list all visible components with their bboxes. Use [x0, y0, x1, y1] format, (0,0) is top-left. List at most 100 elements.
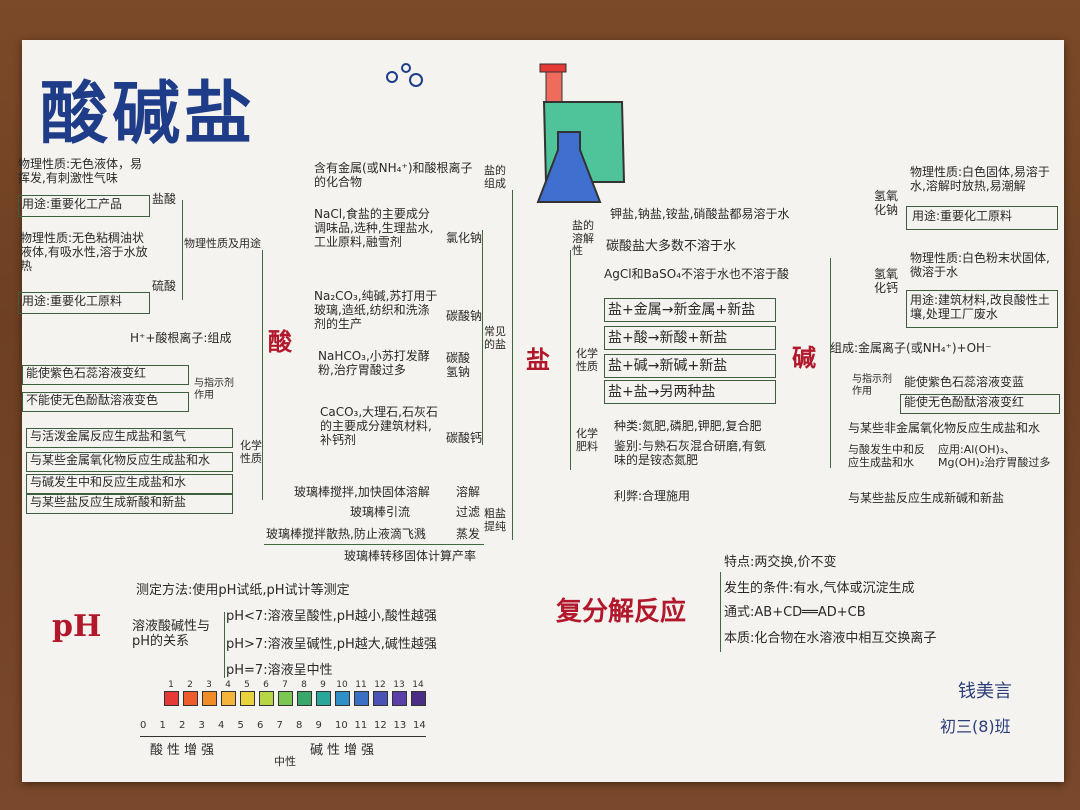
ph-scale-tick: 3 — [198, 720, 205, 731]
ph-scale-tick: 4 — [218, 720, 225, 731]
ph-scale-tick: 7 — [276, 720, 283, 731]
acid-chem-label: 化学性质 — [240, 439, 262, 465]
ph-color-swatch — [164, 691, 179, 706]
ph-scale-tick: 9 — [315, 720, 322, 731]
salt-def-label: 盐的组成 — [484, 164, 506, 190]
ph-method: 测定方法:使用pH试纸,pH试计等测定 — [136, 583, 350, 598]
acid-chem-1-box — [26, 428, 233, 448]
ph-bracket — [224, 612, 225, 678]
salt-chem-1-box — [604, 298, 776, 322]
ph-color-number: 11 — [355, 680, 367, 690]
base-chem-2b: 应用:Al(OH)₃、Mg(OH)₂治疗胃酸过多 — [938, 443, 1051, 469]
ph-scale-tick: 0 — [140, 720, 147, 731]
acid-bracket-1 — [182, 200, 183, 300]
acid-chem-3: 与碱发生中和反应生成盐和水 — [30, 475, 187, 489]
double-formula: 通式:AB+CD══AD+CB — [724, 605, 866, 620]
naoh-properties: 物理性质:白色固体,易溶于水,溶解时放热,易潮解 — [910, 165, 1050, 193]
ph-scale-tick: 6 — [257, 720, 264, 731]
hcl-properties: 物理性质:无色液体，易挥发,有刺激性气味 — [18, 157, 143, 185]
h2so4-properties: 物理性质:无色粘稠油状液体,有吸水性,溶于水放热 — [20, 231, 148, 273]
salt-definition: 含有金属(或NH₄⁺)和酸根离子的化合物 — [314, 161, 473, 189]
naoh-label: 氢氧化钠 — [874, 189, 899, 217]
acid-chem-4: 与某些盐反应生成新酸和新盐 — [30, 495, 187, 509]
hcl-use: 用途:重要化工产品 — [22, 197, 123, 211]
base-chem-1: 与某些非金属氧化物反应生成盐和水 — [848, 421, 1041, 435]
base-indicator-1: 能使紫色石蕊溶液变蓝 — [904, 375, 1025, 389]
ph-scale-tick: 11 — [354, 720, 368, 731]
ph-color-swatch — [221, 691, 236, 706]
acid-bracket-2 — [262, 250, 263, 500]
salt-solubility-label: 盐的溶解性 — [572, 219, 594, 258]
h2so4-use: 用途:重要化工原料 — [22, 294, 123, 308]
ph-color-swatch — [411, 691, 426, 706]
ph-scale-tick: 1 — [159, 720, 166, 731]
acid-composition: H⁺+酸根离子:组成 — [130, 331, 232, 345]
ph-color-swatch — [316, 691, 331, 706]
solubility-2: 碳酸盐大多数不溶于水 — [606, 239, 737, 254]
salt-chem-3-box — [604, 354, 776, 378]
ph-color-number: 9 — [320, 680, 326, 690]
salt-chem-2: 盐+酸→新酸+新盐 — [608, 330, 728, 346]
ph-color-number: 4 — [225, 680, 231, 690]
ph-color-swatch — [373, 691, 388, 706]
nahco3-info: NaHCO₃,小苏打发酵粉,治疗胃酸过多 — [318, 349, 430, 377]
nacl-info: NaCl,食盐的主要成分调味品,选种,生理盐水,工业原料,融雪剂 — [314, 207, 434, 249]
base-indicator-2: 能使无色酚酞溶液变红 — [904, 395, 1025, 409]
purify-step-3: 玻璃棒搅拌散热,防止液滴飞溅 — [266, 527, 426, 541]
ph-scale-tick: 2 — [179, 720, 186, 731]
acid-indicator-1: 能使紫色石蕊溶液变红 — [26, 366, 147, 380]
base-indicator-2-box — [900, 394, 1060, 414]
double-bracket — [720, 572, 721, 652]
ph-scale-tick: 13 — [393, 720, 407, 731]
ph-neutral: 中性 — [274, 755, 296, 768]
author-class: 初三(8)班 — [940, 717, 1011, 736]
purify-step-2-label: 过滤 — [456, 505, 481, 519]
purify-step-3-label: 蒸发 — [456, 527, 481, 541]
ph-color-swatch — [202, 691, 217, 706]
fertilizer-1: 种类:氮肥,磷肥,钾肥,复合肥 — [614, 419, 762, 433]
ph-color-number: 10 — [336, 680, 348, 690]
ph-color-swatch — [335, 691, 350, 706]
salt-chem-4-box — [604, 380, 776, 404]
base-center-label: 碱 — [792, 343, 816, 372]
salt-chem-4: 盐+盐→另两种盐 — [608, 384, 716, 400]
h2so4-use-box — [18, 292, 150, 314]
acid-indicator-label: 与指示剂作用 — [194, 378, 234, 401]
ph-scale-tick: 5 — [237, 720, 244, 731]
acid-chem-4-box — [26, 494, 233, 514]
purify-step-2: 玻璃棒引流 — [350, 505, 411, 519]
acid-chem-2-box — [26, 452, 233, 472]
ph-color-swatch — [240, 691, 255, 706]
ph-scale-tick: 10 — [335, 720, 348, 731]
ph-base-side: 碱性增强 — [310, 743, 379, 758]
purify-step-4: 玻璃棒转移固体计算产率 — [344, 549, 477, 563]
ph-scale-tick: 14 — [413, 720, 426, 731]
acid-chem-2: 与某些金属氧化物反应生成盐和水 — [30, 453, 211, 467]
acid-props-label: 物理性质及用途 — [184, 237, 261, 250]
caoh-use: 用途:建筑材料,改良酸性土壤,处理工厂废水 — [910, 293, 1050, 321]
common-salt-bracket — [482, 230, 483, 445]
ph-color-number: 8 — [301, 680, 307, 690]
ph-color-number: 12 — [374, 680, 386, 690]
double-feature: 特点:两交换,价不变 — [724, 555, 837, 570]
hcl-use-box — [18, 195, 150, 217]
ph-label: pH — [52, 609, 102, 644]
ph-color-number: 5 — [244, 680, 250, 690]
ph-color-swatch — [392, 691, 407, 706]
salt-chem-3: 盐+碱→新碱+新盐 — [608, 358, 728, 374]
salt-chem-2-box — [604, 326, 776, 350]
base-bracket — [830, 258, 831, 468]
ph-color-swatch — [354, 691, 369, 706]
acid-indicator-2: 不能使无色酚酞溶液变色 — [26, 393, 159, 407]
caoh-use-box — [906, 290, 1058, 328]
solubility-3: AgCl和BaSO₄不溶于水也不溶于酸 — [604, 267, 789, 281]
fertilizer-2: 鉴别:与熟石灰混合研磨,有氨味的是铵态氮肥 — [614, 439, 766, 467]
ph-color-swatch — [278, 691, 293, 706]
acid-chem-1: 与活泼金属反应生成盐和氢气 — [30, 429, 187, 443]
ph-color-swatch — [297, 691, 312, 706]
bubbles-drawing — [386, 63, 423, 87]
ph-relation-label: 溶液酸碱性与pH的关系 — [132, 619, 211, 649]
ph-color-number: 13 — [393, 680, 405, 690]
ph-axis-line — [140, 736, 426, 737]
